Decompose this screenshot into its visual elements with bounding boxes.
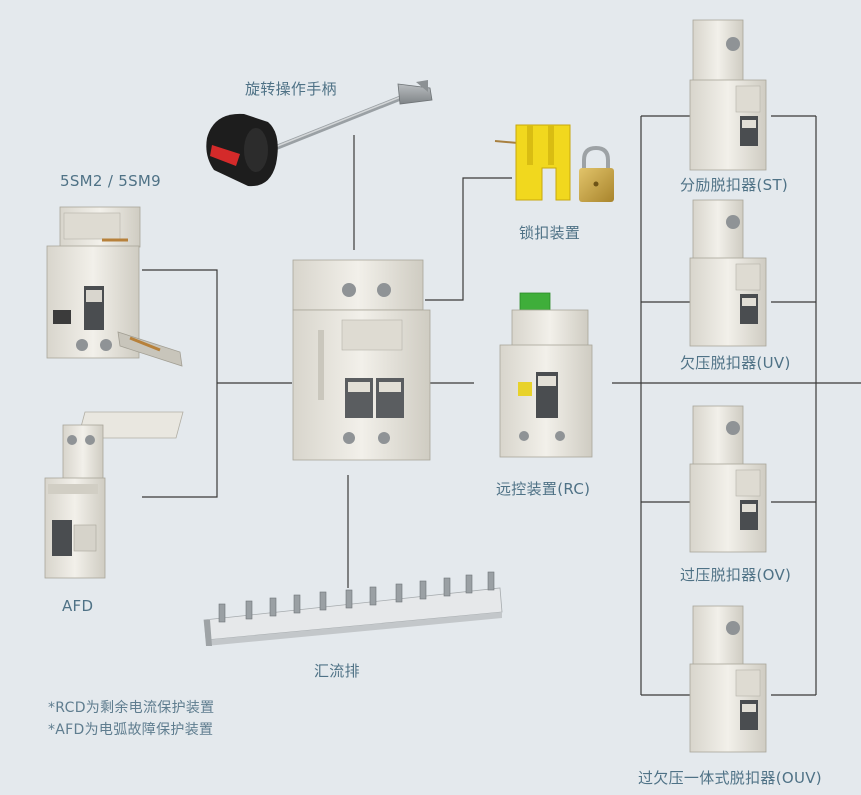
label-model-series: 5SM2 / 5SM9 [60, 172, 161, 190]
shunt-trip-image [689, 19, 767, 171]
line-mcb-to-lock [425, 177, 512, 301]
label-rotary-handle: 旋转操作手柄 [245, 80, 337, 98]
rcd-module-image [46, 206, 183, 367]
afd-module-image [44, 411, 184, 579]
undervoltage-trip-image [689, 199, 767, 347]
ouv-trip-image [689, 605, 767, 753]
label-afd: AFD [62, 597, 94, 615]
label-busbar: 汇流排 [314, 662, 360, 680]
label-remote-control: 远控装置(RC) [496, 480, 591, 498]
label-ouv-trip: 过欠压一体式脱扣器(OUV) [638, 769, 822, 787]
footnote-rcd: *RCD为剩余电流保护装置 [48, 700, 215, 716]
footnote-afd: *AFD为电弧故障保护装置 [48, 722, 214, 738]
label-undervoltage-trip: 欠压脱扣器(UV) [680, 354, 791, 372]
label-overvoltage-trip: 过压脱扣器(OV) [680, 566, 792, 584]
line-rcd-branch [142, 269, 218, 498]
connector-lines [142, 115, 861, 696]
label-shunt-trip: 分励脱扣器(ST) [680, 176, 789, 194]
overvoltage-trip-image [689, 405, 767, 553]
rotary-handle-image [206, 80, 433, 187]
mcb-image [292, 259, 431, 461]
remote-control-image [499, 292, 593, 458]
busbar-image [203, 571, 503, 646]
label-locking-device: 锁扣装置 [519, 224, 581, 242]
locking-device-image [494, 124, 614, 202]
